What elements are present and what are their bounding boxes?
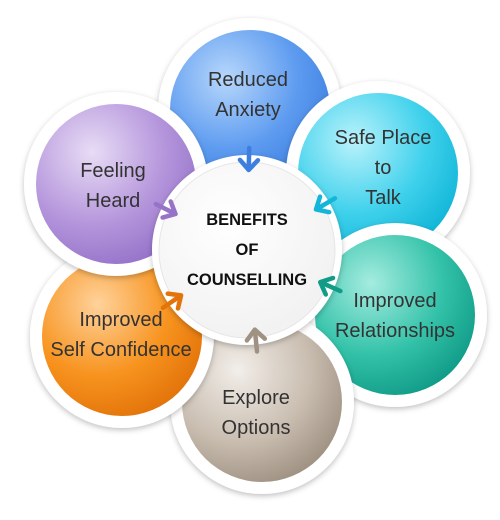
petal-label-safe-place: Safe Place to Talk xyxy=(334,127,432,209)
petal-label-feeling-heard: Feeling Heard xyxy=(80,160,146,212)
arrow-icon-reduced-anxiety xyxy=(237,145,261,173)
arrow-icon-improved-relationships xyxy=(317,275,343,297)
petal-label-explore-options: Explore Options xyxy=(221,387,291,439)
petal-improved-relationships xyxy=(315,235,475,395)
petal-improved-self-confidence xyxy=(42,256,202,416)
center-title: BENEFITS OF COUNSELLING xyxy=(186,211,308,289)
petal-label-improved-relationships: Improved Relationships xyxy=(334,290,456,342)
petal-explore-options xyxy=(182,322,342,482)
arrow-icon-improved-self-confidence xyxy=(160,291,184,311)
arrow-icon-feeling-heard xyxy=(153,199,178,220)
petal-safe-place xyxy=(298,93,458,253)
arrow-icon-explore-options xyxy=(244,327,268,354)
petal-label-improved-self-confidence: Improved Self Confidence xyxy=(50,309,192,361)
petal-label-reduced-anxiety: Reduced Anxiety xyxy=(207,69,289,121)
arrow-icon-safe-place xyxy=(313,194,338,215)
